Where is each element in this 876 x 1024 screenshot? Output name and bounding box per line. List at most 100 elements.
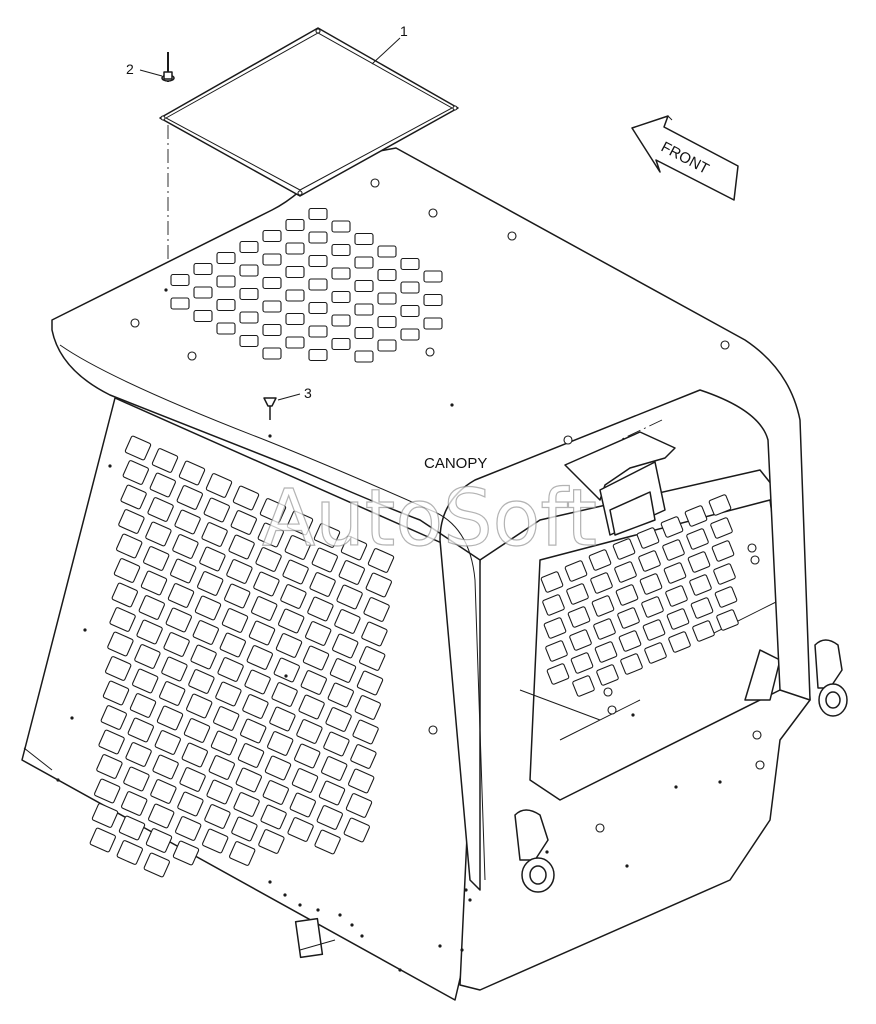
rear-slot (591, 595, 615, 617)
side-slot (367, 548, 395, 573)
rivet-dot (70, 716, 74, 720)
roof-slot (285, 242, 305, 255)
fastener-hole (747, 543, 757, 553)
roof-slot (377, 268, 397, 282)
rear-slot (564, 560, 588, 582)
side-slot (221, 608, 249, 633)
rear-slot (665, 585, 688, 607)
rear-slot (596, 664, 619, 686)
side-slot (309, 572, 336, 597)
rear-vent-grid (540, 494, 739, 697)
rivet-dot (460, 948, 464, 952)
rivet-dot (83, 628, 87, 632)
side-slot (125, 742, 152, 767)
side-slot (100, 705, 127, 730)
side-slot (244, 669, 271, 695)
roof-slot (193, 309, 213, 323)
rear-slot (566, 583, 589, 605)
fastener-hole (187, 351, 197, 361)
rear-slot (708, 494, 732, 516)
roof-slot (423, 293, 443, 307)
rear-slot (716, 609, 739, 631)
side-slot (116, 840, 143, 865)
rear-slot (710, 517, 733, 539)
side-slot (264, 755, 292, 781)
side-slot (123, 766, 150, 792)
side-slot (109, 607, 136, 632)
side-slot (343, 817, 370, 843)
rear-slot (639, 573, 663, 595)
side-slot (186, 693, 213, 719)
side-slot (345, 793, 373, 818)
roof-slot (308, 207, 328, 221)
side-slot (145, 828, 173, 853)
side-slot (278, 608, 305, 634)
side-slot (111, 582, 138, 608)
side-slot (271, 682, 298, 707)
roof-slot (331, 290, 351, 304)
side-slot (143, 546, 170, 571)
side-slot (352, 719, 379, 745)
side-slot (167, 583, 195, 608)
side-slot (350, 744, 377, 769)
side-slot (161, 656, 188, 682)
roof-slot (285, 289, 305, 302)
fastener-holes (56, 178, 765, 972)
roof-slot (400, 281, 420, 294)
roof-slot (423, 270, 443, 283)
side-slot (116, 533, 143, 559)
roof-slot (377, 245, 397, 258)
rear-slot (540, 571, 564, 593)
fastener-hole (507, 231, 517, 241)
rear-slot (615, 584, 639, 606)
fastener-hole (428, 725, 438, 735)
side-slot (359, 646, 386, 671)
side-slot (300, 670, 327, 695)
rivet-dot (284, 674, 288, 678)
side-slot (240, 718, 267, 744)
side-slot (94, 778, 121, 804)
side-slot (226, 559, 253, 584)
side-slot (176, 485, 203, 510)
side-slot (286, 510, 314, 536)
side-slot (179, 767, 206, 792)
roof-slot (216, 275, 236, 288)
side-slot (253, 571, 280, 597)
rear-slot (636, 527, 660, 549)
side-slot (129, 693, 157, 718)
roof-slot (239, 264, 259, 277)
side-slot (229, 841, 256, 866)
rivet-dot (164, 288, 168, 292)
roof-slot (170, 297, 190, 310)
side-slot (113, 558, 141, 583)
roof-slot (331, 314, 351, 327)
rivet-dot (338, 913, 342, 917)
side-slot (291, 768, 319, 793)
side-slot (213, 706, 240, 731)
fastener-hole (130, 318, 140, 328)
side-slot (325, 707, 352, 732)
side-slot (183, 718, 211, 743)
roof-slot (354, 232, 374, 246)
side-slot (313, 523, 341, 548)
rivet-dot (438, 944, 442, 948)
side-slot (323, 731, 350, 757)
side-slot (356, 670, 384, 696)
side-slot (202, 828, 229, 854)
rivet-dot (631, 713, 635, 717)
rivet-dot (316, 908, 320, 912)
side-slot (194, 595, 222, 621)
side-slot (201, 522, 228, 547)
part-2-bolt (161, 52, 175, 82)
roof-slot (331, 337, 351, 351)
roof-slot (423, 317, 443, 330)
side-slot (150, 779, 177, 804)
side-slot (365, 572, 392, 598)
side-slot (258, 829, 285, 854)
side-slot (190, 644, 217, 670)
fastener-hole (428, 208, 438, 218)
side-slot (118, 509, 145, 534)
side-slot (204, 804, 231, 829)
rear-slot (612, 538, 636, 560)
